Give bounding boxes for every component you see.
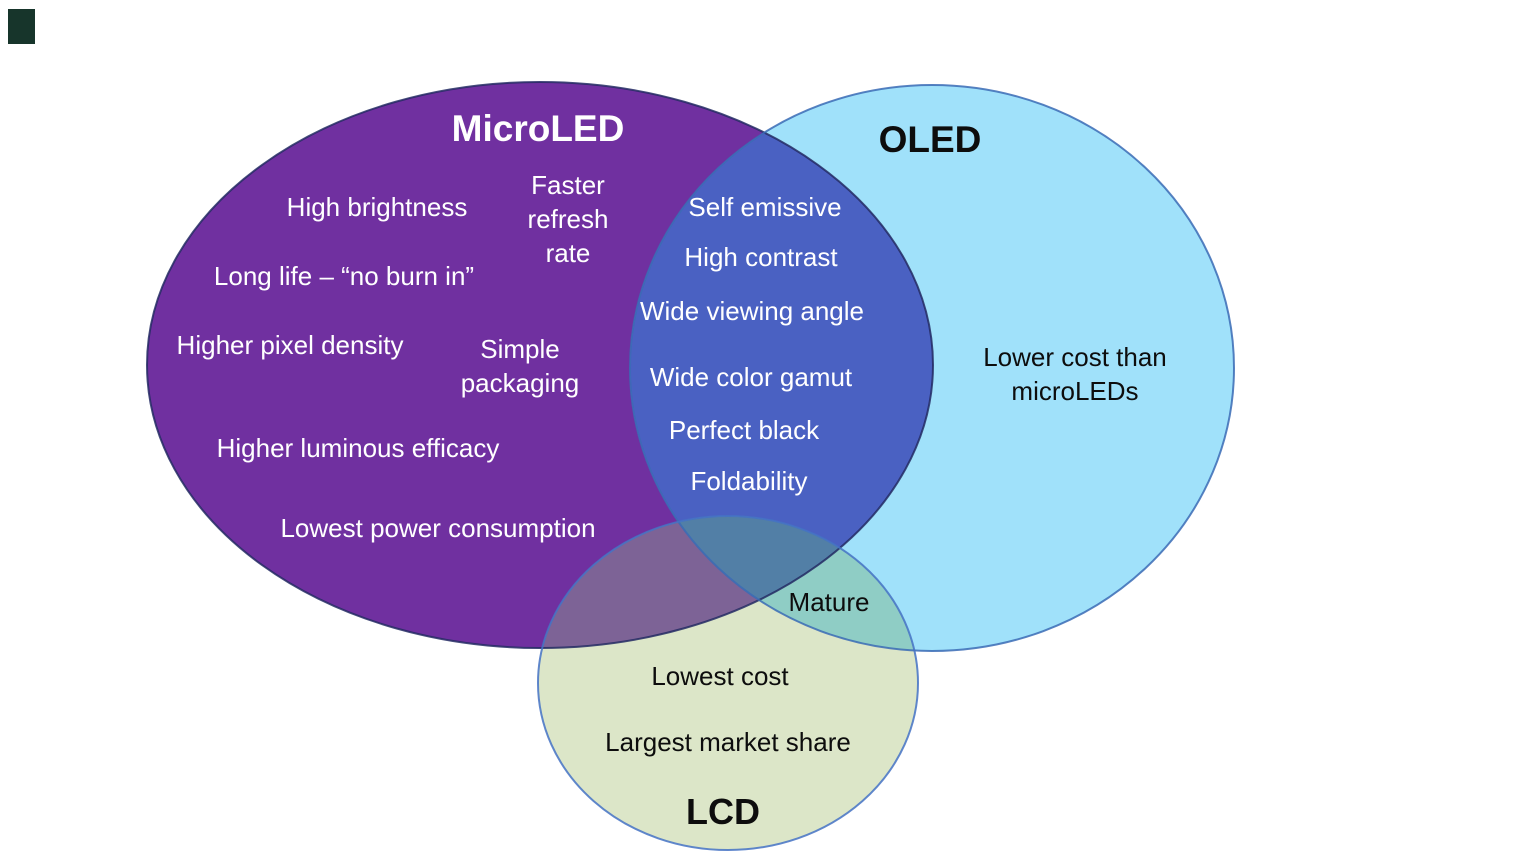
overlap-item-wide-viewing-angle: Wide viewing angle [639, 296, 865, 326]
lcd-item-largest-market-share: Largest market share [605, 727, 851, 757]
overlap-item-wide-color-gamut: Wide color gamut [649, 362, 853, 392]
microled-item-long-life: Long life – “no burn in” [213, 261, 475, 291]
oled-title: OLED [878, 119, 982, 160]
microled-item-faster-refresh-rate: Faster refresh rate [527, 170, 609, 268]
microled-item-higher-luminous-efficacy: Higher luminous efficacy [216, 433, 500, 463]
microled-item-higher-pixel-density: Higher pixel density [176, 330, 404, 360]
lcd-outline [537, 515, 919, 851]
overlap-item-high-contrast: High contrast [684, 242, 838, 272]
microled-title: MicroLED [451, 108, 625, 149]
overlap-item-mature: Mature [788, 587, 870, 617]
microled-outline [146, 81, 934, 649]
lcd-title: LCD [686, 791, 760, 832]
oled-item-lower-cost: Lower cost than microLEDs [983, 342, 1167, 406]
microled-item-lowest-power-consumption: Lowest power consumption [280, 513, 596, 543]
overlap-item-self-emissive: Self emissive [688, 192, 842, 222]
lcd-item-lowest-cost: Lowest cost [651, 661, 789, 691]
overlap-item-foldability: Foldability [690, 466, 808, 496]
microled-item-simple-packaging: Simple packaging [460, 334, 580, 398]
overlap-item-perfect-black: Perfect black [668, 415, 820, 445]
microled-item-high-brightness: High brightness [286, 192, 468, 222]
oled-outline [629, 84, 1235, 652]
corner-marker [8, 9, 35, 44]
